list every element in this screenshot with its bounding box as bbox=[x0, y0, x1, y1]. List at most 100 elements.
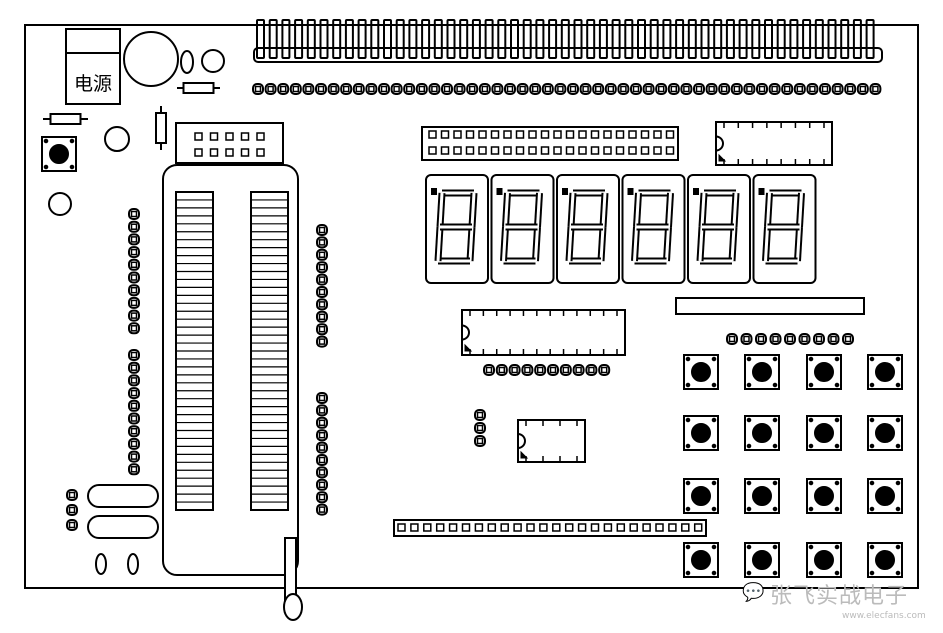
pad-hole bbox=[130, 312, 138, 319]
header-hole bbox=[668, 523, 677, 532]
button-corner bbox=[869, 506, 875, 512]
pad bbox=[316, 273, 328, 286]
pad-hole bbox=[511, 366, 518, 374]
pad-hole bbox=[318, 288, 326, 296]
header-hole bbox=[478, 130, 487, 139]
header-pin bbox=[548, 19, 558, 59]
pad-hole bbox=[342, 85, 350, 93]
header-hole bbox=[478, 146, 487, 155]
button-corner bbox=[895, 417, 901, 423]
pad-row bbox=[483, 364, 611, 376]
header-hole bbox=[642, 523, 651, 532]
button-corner bbox=[895, 544, 901, 550]
segment-fill bbox=[764, 226, 769, 262]
pad bbox=[547, 364, 559, 376]
header-hole bbox=[500, 523, 509, 532]
header-hole bbox=[681, 523, 690, 532]
digit-frame bbox=[425, 174, 489, 284]
pad bbox=[316, 261, 328, 274]
button-corner bbox=[808, 417, 814, 423]
pad bbox=[441, 83, 453, 95]
button-corner bbox=[685, 356, 691, 362]
pad-hole bbox=[318, 239, 326, 246]
zif-lever-knob bbox=[283, 593, 303, 621]
button-corner bbox=[746, 506, 752, 512]
header-hole bbox=[552, 523, 561, 532]
pad-hole bbox=[318, 251, 326, 259]
isp-pin bbox=[225, 148, 234, 157]
dual-row-header-frame bbox=[421, 126, 679, 161]
button-corner bbox=[43, 164, 49, 170]
pad bbox=[316, 441, 328, 454]
pad bbox=[128, 220, 140, 233]
button-corner bbox=[69, 164, 75, 170]
matrix-button bbox=[806, 415, 842, 451]
pad-hole bbox=[318, 338, 326, 345]
pad-hole bbox=[536, 366, 544, 374]
board-outline bbox=[24, 24, 919, 589]
pad bbox=[316, 248, 328, 261]
pad bbox=[579, 83, 592, 95]
pad-hole bbox=[318, 276, 326, 283]
pad-hole bbox=[130, 364, 138, 371]
header-pin bbox=[611, 19, 621, 59]
button-cap bbox=[691, 550, 711, 570]
segment-fill bbox=[766, 192, 771, 228]
pad-column bbox=[128, 208, 140, 335]
pad bbox=[128, 271, 140, 284]
button-frame bbox=[683, 478, 719, 514]
pad bbox=[726, 333, 738, 345]
dual-row-header bbox=[421, 126, 679, 161]
pad bbox=[572, 364, 585, 376]
isp-pin bbox=[256, 132, 265, 141]
pad bbox=[478, 83, 491, 95]
pad bbox=[604, 83, 617, 95]
pad bbox=[705, 83, 718, 95]
header-hole bbox=[410, 523, 419, 532]
pad-hole bbox=[68, 506, 76, 514]
pad-hole bbox=[368, 85, 375, 93]
pad-hole bbox=[130, 299, 138, 307]
pad-hole bbox=[130, 427, 138, 435]
isp-header-frame bbox=[175, 122, 284, 164]
header-pin bbox=[370, 19, 380, 59]
digit-frame bbox=[490, 174, 555, 284]
button-cap bbox=[752, 550, 772, 570]
pad-hole bbox=[844, 335, 852, 343]
pad bbox=[466, 83, 479, 95]
segment-fill bbox=[468, 226, 474, 262]
button-corner bbox=[772, 356, 778, 362]
button-corner bbox=[834, 382, 840, 388]
pad bbox=[289, 83, 302, 95]
header-hole bbox=[474, 523, 484, 532]
pad-hole bbox=[68, 521, 76, 529]
pad bbox=[740, 333, 753, 345]
button-corner bbox=[685, 570, 691, 576]
pad bbox=[508, 364, 521, 376]
pad-hole bbox=[130, 325, 138, 332]
header-hole bbox=[428, 130, 437, 139]
button-frame bbox=[744, 415, 780, 451]
pad bbox=[842, 333, 854, 345]
pad-hole bbox=[130, 402, 138, 410]
isp-pin bbox=[240, 148, 250, 157]
pad bbox=[617, 83, 630, 95]
button-frame bbox=[806, 542, 842, 578]
button-corner bbox=[869, 544, 875, 550]
header-pin bbox=[840, 19, 850, 59]
pad bbox=[755, 333, 767, 345]
pin1-marker bbox=[520, 450, 529, 459]
pad-hole bbox=[130, 210, 138, 218]
pad-hole bbox=[305, 85, 312, 93]
button-cap bbox=[752, 362, 772, 382]
pad-hole bbox=[562, 366, 570, 374]
pad-hole bbox=[318, 407, 326, 414]
reset-button bbox=[41, 136, 77, 172]
pad bbox=[128, 450, 140, 463]
bottom-header-frame bbox=[393, 519, 707, 537]
pad-hole bbox=[318, 469, 326, 476]
pad-hole bbox=[786, 335, 794, 343]
matrix-button bbox=[867, 354, 903, 390]
matrix-button bbox=[867, 542, 903, 578]
